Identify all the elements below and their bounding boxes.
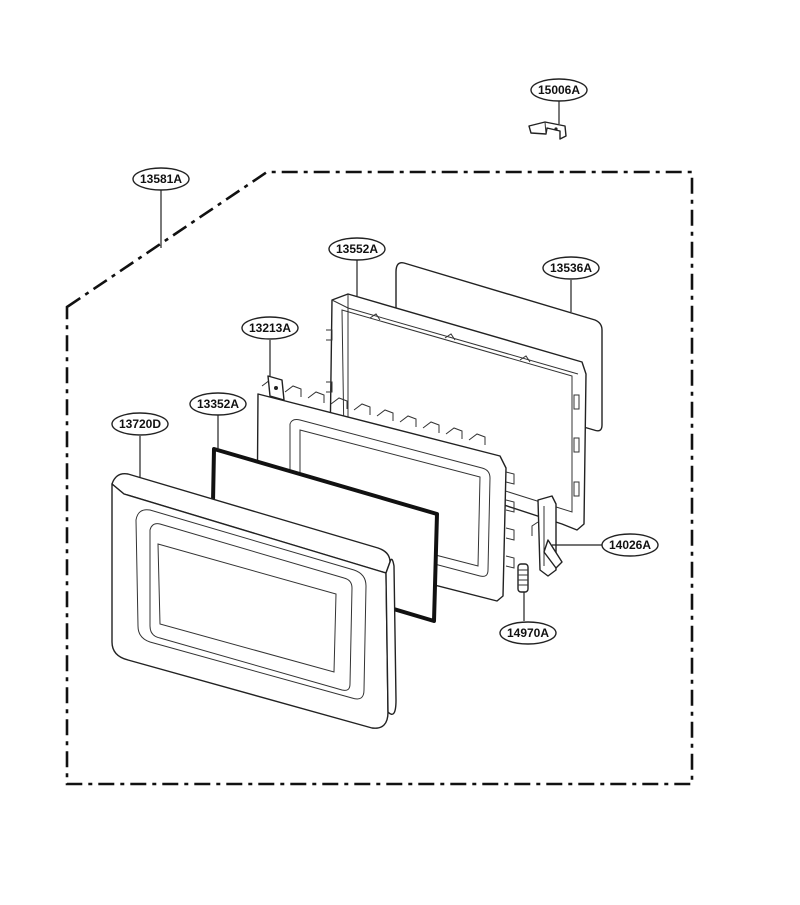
callout-13552a: 13552A xyxy=(328,237,386,261)
svg-text:13552A: 13552A xyxy=(336,242,378,256)
svg-text:13536A: 13536A xyxy=(550,261,592,275)
callout-14026a: 14026A xyxy=(601,533,659,557)
latch-spring-part xyxy=(517,563,529,593)
callout-13720d: 13720D xyxy=(111,412,169,436)
outer-door-frame-part xyxy=(111,473,397,729)
callout-13352a: 13352A xyxy=(189,392,247,416)
svg-text:15006A: 15006A xyxy=(538,83,580,97)
svg-text:13720D: 13720D xyxy=(119,417,161,431)
callout-13213a: 13213A xyxy=(241,316,299,340)
svg-text:14026A: 14026A xyxy=(609,538,651,552)
svg-text:13581A: 13581A xyxy=(140,172,182,186)
latch-hook-part xyxy=(531,495,563,577)
callout-13581a: 13581A xyxy=(132,167,190,191)
door-frame-part xyxy=(326,293,587,531)
callout-15006a: 15006A xyxy=(530,78,588,102)
callout-13536a: 13536A xyxy=(542,256,600,280)
latch-bracket-part xyxy=(528,121,567,140)
callout-14970a: 14970A xyxy=(499,621,557,645)
svg-text:13213A: 13213A xyxy=(249,321,291,335)
svg-text:13352A: 13352A xyxy=(197,397,239,411)
assembly-boundary xyxy=(65,170,694,786)
svg-text:14970A: 14970A xyxy=(507,626,549,640)
